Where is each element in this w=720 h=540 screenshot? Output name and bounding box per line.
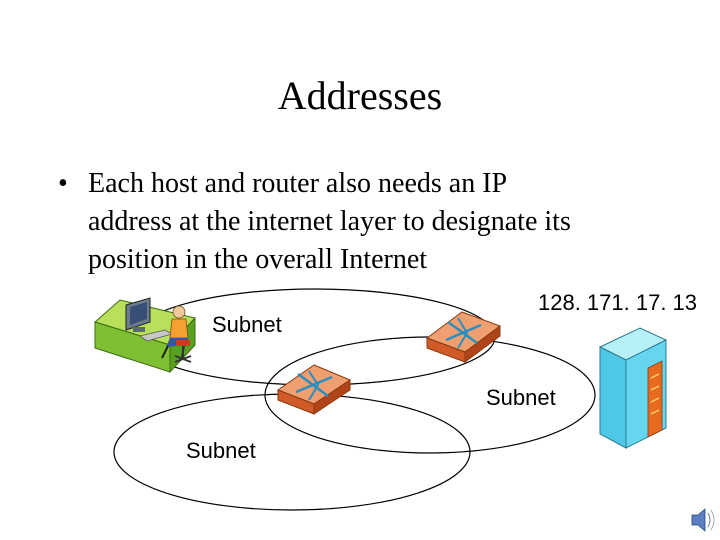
router-icon [276, 364, 352, 415]
bullet-line-3: position in the overall Internet [88, 244, 428, 275]
subnet-ellipse-bottom [113, 393, 471, 511]
ip-address-label: 128. 171. 17. 13 [538, 290, 697, 315]
slide-title: Addresses [277, 73, 443, 118]
bullet-line-2: address at the internet layer to designa… [88, 206, 571, 237]
speaker-icon[interactable] [691, 508, 715, 532]
workstation-icon [93, 297, 196, 374]
bullet-marker: • [58, 168, 68, 199]
subnet-label-top: Subnet [212, 312, 282, 337]
bullet-line-1: Each host and router also needs an IP [88, 168, 508, 199]
bullet-text: Each host and router also needs an IP ad… [88, 165, 678, 279]
subnet-label-right: Subnet [486, 385, 556, 410]
router-icon [425, 311, 502, 363]
server-icon [598, 327, 668, 449]
subnet-label-bottom: Subnet [186, 438, 256, 463]
